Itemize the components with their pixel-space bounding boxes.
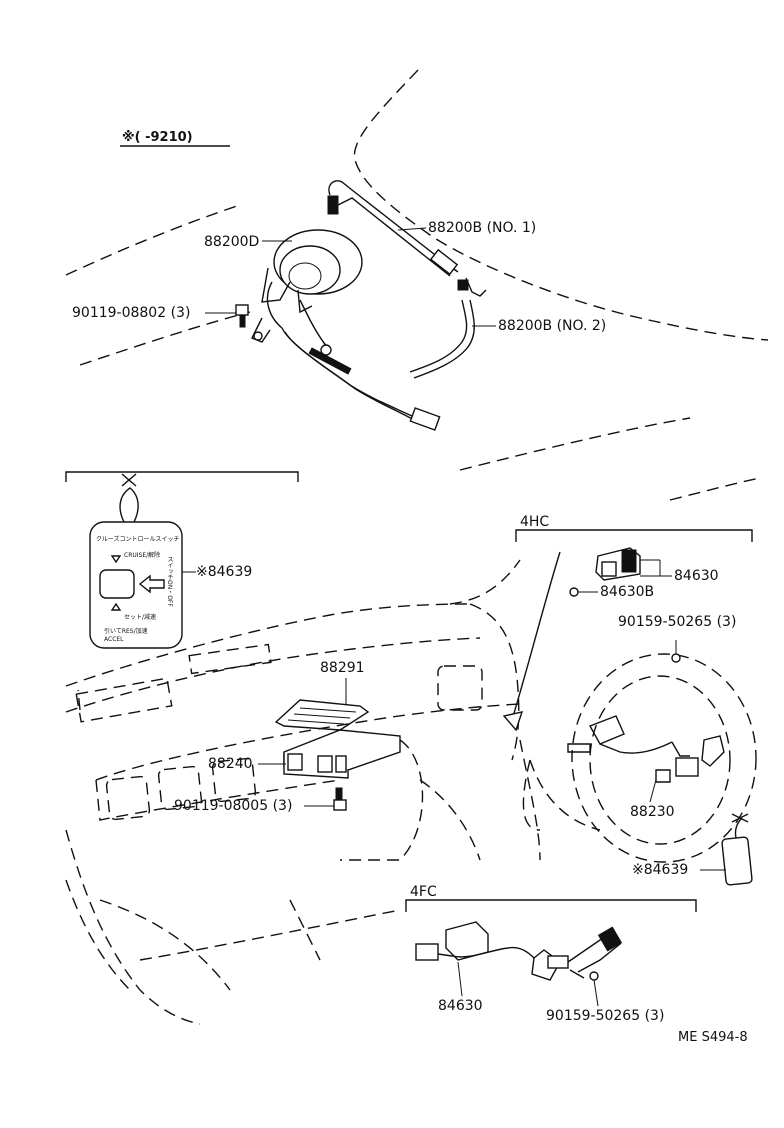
steering-wheel-drawing: [522, 640, 757, 863]
cowl-outline-2: [669, 477, 761, 501]
cable-no1-drawing: [327, 180, 459, 277]
label-card-line3: セット/減速: [124, 614, 157, 621]
label-card-line4: 引いてRES/加速: [104, 628, 148, 635]
label-card-line5: ACCEL: [104, 636, 124, 643]
switch-4fc-drawing: [415, 921, 623, 1007]
group-label-fc: 4FC: [410, 884, 437, 900]
label-bracket: [65, 471, 299, 482]
dashboard-outline: [65, 559, 541, 1025]
pointer-arrow: [511, 551, 561, 721]
group-label-hc: 4HC: [520, 514, 550, 530]
part-label-label-card: ※84639: [196, 564, 253, 580]
part-label-screw-4hc: 90159-50265 (3): [618, 614, 737, 630]
cable-no2-drawing: [409, 277, 487, 379]
inner-panel-outline: [79, 311, 251, 366]
label-card-side: スイッチON・OFF: [166, 556, 173, 607]
hc-bracket: [515, 529, 753, 542]
bolt-top-icon: [235, 304, 249, 328]
footer-code: ME S494-8: [678, 1030, 748, 1045]
fc-bracket: [405, 899, 697, 912]
part-label-cable-no1: 88200B (NO. 1): [428, 220, 537, 236]
part-label-label-tag: ※84639: [632, 862, 689, 878]
actuator-assembly: [251, 229, 441, 431]
part-label-switch-4hc-part: 84630B: [600, 584, 655, 600]
part-label-screw-4fc: 90159-50265 (3): [546, 1008, 665, 1024]
label-card-line2: CRUISE/解除: [124, 552, 161, 559]
switch-4hc-drawing: [569, 547, 672, 597]
part-label-computer-bracket: 88291: [320, 660, 365, 676]
fender-outline: [65, 204, 241, 276]
part-label-switch-4fc: 84630: [438, 998, 483, 1014]
pointer-arrow-head: [502, 711, 524, 732]
part-label-bolt-top: 90119-08802 (3): [72, 305, 191, 321]
cowl-outline: [459, 417, 691, 471]
label-card-line1: クルーズコントロールスイッチ: [96, 536, 180, 543]
applicability-note: ※( -9210): [122, 130, 193, 145]
part-label-switch-4hc: 84630: [674, 568, 719, 584]
label-card-drawing: [89, 473, 196, 649]
part-label-wire-4hc: 88230: [630, 804, 675, 820]
computer-drawing: [258, 729, 401, 779]
part-label-actuator: 88200D: [204, 234, 260, 250]
part-label-computer: 88240: [208, 756, 253, 772]
bolt-bottom-icon: [304, 787, 347, 811]
computer-bracket-drawing: [274, 678, 370, 731]
leader-cable-no1: [397, 227, 427, 231]
hood-outline: [353, 69, 769, 341]
part-label-bolt-bottom: 90119-08005 (3): [174, 798, 293, 814]
part-label-cable-no2: 88200B (NO. 2): [498, 318, 607, 334]
label-tag-right-icon: [700, 813, 753, 886]
